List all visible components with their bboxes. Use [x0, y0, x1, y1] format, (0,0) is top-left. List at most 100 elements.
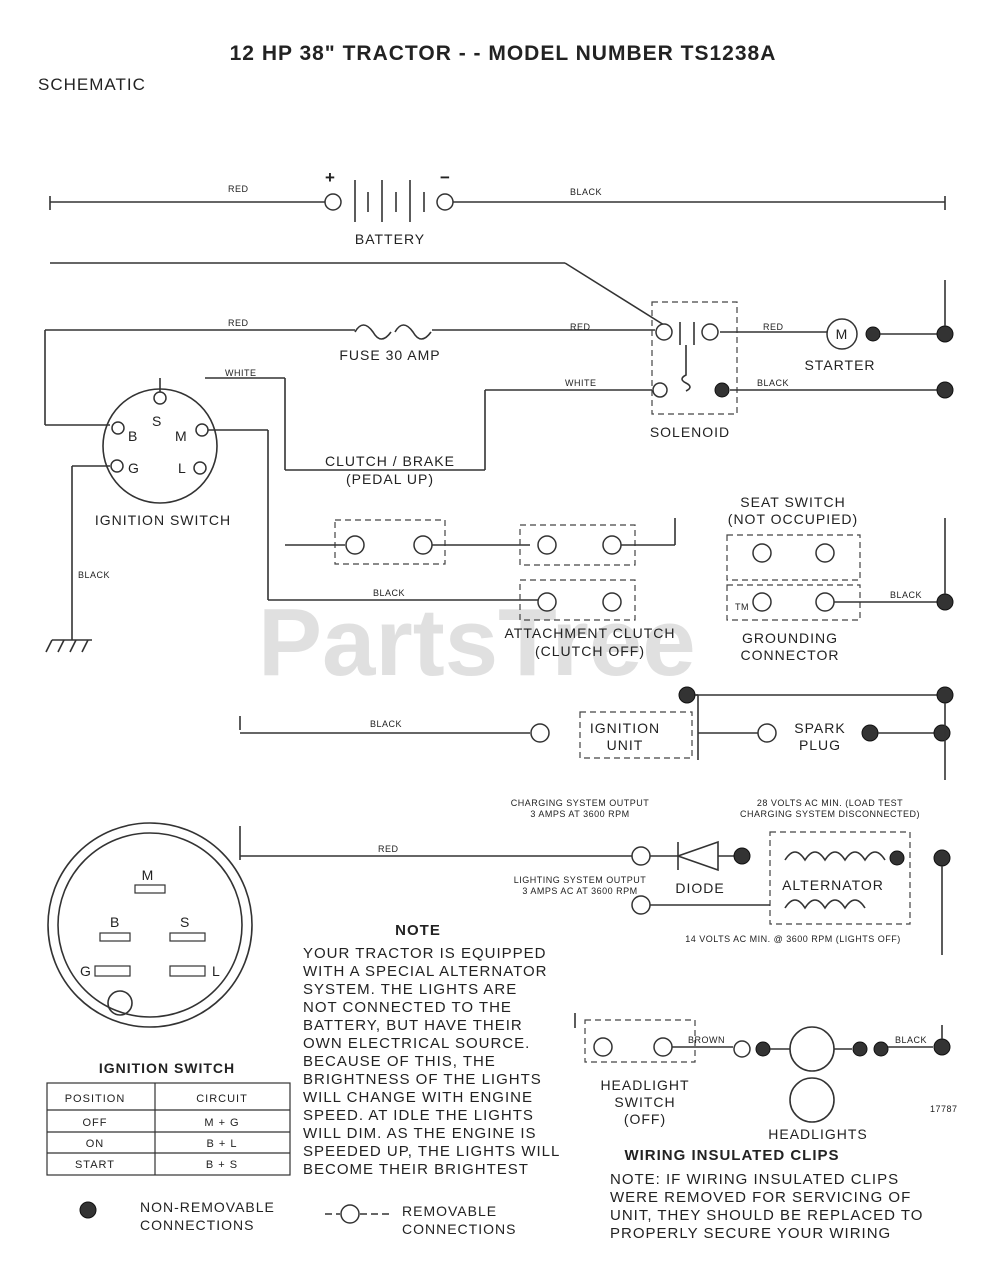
- solenoid: SOLENOID: [650, 301, 738, 440]
- note-heading: NOTE: [395, 922, 441, 939]
- page-title: 12 HP 38" TRACTOR - - MODEL NUMBER TS123…: [230, 42, 777, 65]
- note-line: OWN ELECTRICAL SOURCE.: [303, 1035, 530, 1052]
- note-line: BECAUSE OF THIS, THE: [303, 1053, 496, 1070]
- removable-connection-icon: [325, 1204, 392, 1224]
- wire-label-white-solenoid: WHITE: [565, 378, 597, 388]
- fuse-icon: [354, 324, 432, 340]
- battery-icon: [354, 180, 425, 222]
- non-removable-connection-icon: [79, 1201, 97, 1219]
- alternator-circuit: CHARGING SYSTEM OUTPUT 3 AMPS AT 3600 RP…: [239, 798, 951, 955]
- detail-terminal-s: S: [180, 914, 190, 930]
- ignition-switch-detail: M B S G L: [47, 822, 253, 1028]
- legend-removable-2: CONNECTIONS: [402, 1221, 516, 1237]
- battery-negative-label: −: [440, 168, 451, 187]
- seat-switch-label-2: (NOT OCCUPIED): [728, 511, 858, 527]
- table-cell-off-position: OFF: [83, 1117, 108, 1129]
- headlight-switch-label-1: HEADLIGHT: [600, 1077, 689, 1093]
- ignition-unit-circuit: BLACK IGNITION UNIT SPARK PLUG: [239, 686, 954, 780]
- wiring-clips-line: NOTE: IF WIRING INSULATED CLIPS: [610, 1171, 899, 1188]
- note-line: NOT CONNECTED TO THE: [303, 999, 512, 1016]
- wiring-clips-note: WIRING INSULATED CLIPS NOTE: IF WIRING I…: [610, 1147, 923, 1242]
- interlock-switch: [519, 518, 676, 566]
- note-line: BATTERY, BUT HAVE THEIR: [303, 1017, 523, 1034]
- note-line: SPEEDED UP, THE LIGHTS WILL: [303, 1143, 560, 1160]
- detail-terminal-g: G: [80, 963, 92, 979]
- ignition-table: IGNITION SWITCH POSITION CIRCUIT OFF M +…: [46, 1060, 291, 1176]
- wire-label-black-battery: BLACK: [570, 187, 602, 197]
- switch-terminal-s: S: [152, 413, 162, 429]
- fuse-circuit: FUSE 30 AMP RED RED: [45, 318, 655, 363]
- wiring-clips-line: WERE REMOVED FOR SERVICING OF: [610, 1189, 911, 1206]
- note-line: SPEED. AT IDLE THE LIGHTS: [303, 1107, 534, 1124]
- diode-label: DIODE: [675, 880, 724, 896]
- wiring-clips-heading: WIRING INSULATED CLIPS: [624, 1147, 839, 1164]
- wire-label-red-battery: RED: [228, 184, 249, 194]
- headlight-bulb-icon: [789, 1026, 835, 1072]
- lighting-output-note-2: 3 AMPS AC AT 3600 RPM: [522, 886, 637, 896]
- watermark-trademark: TM: [735, 602, 749, 612]
- grounding-label-2: CONNECTOR: [741, 647, 840, 663]
- table-cell-start-circuit: B + S: [206, 1159, 238, 1171]
- lights-off-note: 14 VOLTS AC MIN. @ 3600 RPM (LIGHTS OFF): [685, 934, 901, 944]
- legend-non-removable-2: CONNECTIONS: [140, 1217, 254, 1233]
- grounding-label-1: GROUNDING: [742, 630, 838, 646]
- ac-load-note-1: 28 VOLTS AC MIN. (LOAD TEST: [757, 798, 903, 808]
- headlight-bulb-icon: [789, 1077, 835, 1123]
- starter-motor-letter: M: [836, 326, 849, 342]
- table-cell-off-circuit: M + G: [204, 1117, 239, 1129]
- table-cell-on-position: ON: [86, 1138, 105, 1150]
- partstree-watermark: PartsTree: [258, 589, 696, 696]
- wire-label-black-ignition: BLACK: [370, 719, 402, 729]
- note-line: WITH A SPECIAL ALTERNATOR: [303, 963, 548, 980]
- switch-terminal-b: B: [128, 428, 138, 444]
- wire-label-red-solenoid: RED: [570, 322, 591, 332]
- table-cell-start-position: START: [75, 1159, 115, 1171]
- switch-terminal-l: L: [178, 460, 187, 476]
- diode-icon: [650, 840, 735, 872]
- headlights-label: HEADLIGHTS: [768, 1126, 867, 1142]
- battery-label: BATTERY: [355, 231, 425, 247]
- legend: NON-REMOVABLE CONNECTIONS REMOVABLE CONN…: [79, 1199, 516, 1237]
- headlight-circuit: BROWN BLACK HEADLIGHT SWITCH (OFF) HEADL…: [574, 1013, 958, 1142]
- page-subtitle: SCHEMATIC: [38, 75, 146, 94]
- wire-label-white-switch: WHITE: [225, 368, 257, 378]
- fuse-label: FUSE 30 AMP: [339, 347, 440, 363]
- battery-positive-label: +: [325, 168, 336, 187]
- part-code: 17787: [930, 1104, 958, 1114]
- note-line: BECOME THEIR BRIGHTEST: [303, 1161, 529, 1178]
- note-line: SYSTEM. THE LIGHTS ARE: [303, 981, 517, 998]
- wire-label-black-ground: BLACK: [78, 570, 110, 580]
- note-line: BRIGHTNESS OF THE LIGHTS: [303, 1071, 542, 1088]
- lighting-output-note-1: LIGHTING SYSTEM OUTPUT: [514, 875, 647, 885]
- charging-output-note-2: 3 AMPS AT 3600 RPM: [530, 809, 629, 819]
- table-header-circuit: CIRCUIT: [196, 1093, 248, 1105]
- wiring-clips-line: PROPERLY SECURE YOUR WIRING: [610, 1225, 891, 1242]
- wire-label-black-clutch: BLACK: [373, 588, 405, 598]
- legend-removable-1: REMOVABLE: [402, 1203, 497, 1219]
- alternator-label: ALTERNATOR: [782, 877, 884, 893]
- ignition-table-caption: IGNITION SWITCH: [99, 1060, 235, 1076]
- wire-label-brown: BROWN: [688, 1035, 725, 1045]
- wire-label-red-fuse: RED: [228, 318, 249, 328]
- note-line: WILL DIM. AS THE ENGINE IS: [303, 1125, 537, 1142]
- wire-label-black-seat: BLACK: [890, 590, 922, 600]
- charging-output-note-1: CHARGING SYSTEM OUTPUT: [511, 798, 650, 808]
- solenoid-label: SOLENOID: [650, 424, 730, 440]
- ignition-unit-label-2: UNIT: [607, 737, 644, 753]
- starter: M STARTER RED BLACK: [720, 280, 954, 399]
- detail-terminal-b: B: [110, 914, 120, 930]
- table-cell-on-circuit: B + L: [207, 1138, 238, 1150]
- ac-load-note-2: CHARGING SYSTEM DISCONNECTED): [740, 809, 920, 819]
- attachment-clutch-label-2: (CLUTCH OFF): [535, 643, 645, 659]
- wiring-clips-line: UNIT, THEY SHOULD BE REPLACED TO: [610, 1207, 923, 1224]
- ground-symbol-icon: [45, 639, 92, 653]
- wire-label-red-starter: RED: [763, 322, 784, 332]
- ignition-unit-label-1: IGNITION: [590, 720, 660, 736]
- attachment-clutch-label-1: ATTACHMENT CLUTCH: [505, 625, 676, 641]
- switch-terminal-g: G: [128, 460, 140, 476]
- wire-label-black-solenoid: BLACK: [757, 378, 789, 388]
- starter-motor-icon: [826, 318, 858, 350]
- wire-label-black-headlight: BLACK: [895, 1035, 927, 1045]
- ignition-switch-label: IGNITION SWITCH: [95, 512, 231, 528]
